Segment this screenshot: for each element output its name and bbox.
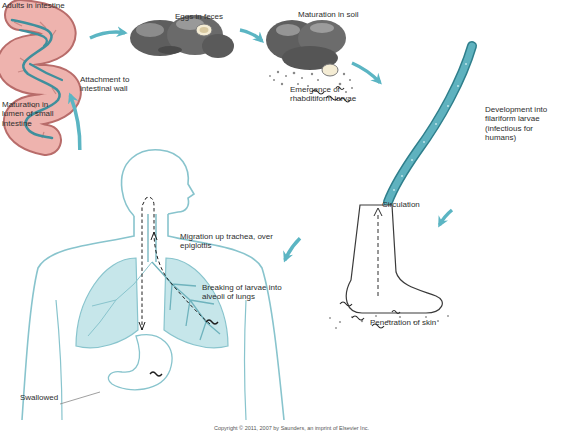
stage-box: CirculationPenetration of skin: [300, 225, 450, 335]
stage-box: Maturation in soilEmergence of rhabditif…: [262, 8, 352, 118]
cycle-arrow: [352, 63, 380, 83]
stage-caption: Penetration of skin: [370, 318, 460, 327]
stage-box: Migration up trachea, over epiglottisBre…: [15, 150, 285, 425]
cycle-arrow: [285, 238, 300, 260]
stage-caption: Eggs in feces: [175, 12, 245, 21]
larva-drawing: [388, 46, 472, 202]
stage-caption: Maturation in soil: [298, 10, 388, 19]
stage-box: Adults in intestineAttachment to intesti…: [0, 0, 90, 95]
stage-box: Development into filariform larvae (infe…: [380, 40, 480, 210]
cycle-arrow: [70, 95, 80, 150]
stage-caption: Circulation: [382, 200, 442, 209]
stage-caption: Breaking of larvae into alveoli of lungs: [202, 283, 290, 302]
stage-caption: Swallowed: [20, 393, 80, 402]
cycle-arrow: [240, 30, 262, 41]
copyright-note: Copyright © 2011, 2007 by Saunders, an i…: [214, 425, 369, 431]
stage-caption: Adults in intestine: [2, 1, 102, 10]
stage-box: Eggs in feces: [125, 8, 240, 63]
stage-caption: Development into filariform larvae (infe…: [485, 105, 557, 143]
cycle-arrow: [440, 210, 453, 225]
cycle-arrow: [90, 32, 125, 38]
stage-caption: Emergence of rhabditiform larvae: [290, 85, 370, 104]
stage-caption: Migration up trachea, over epiglottis: [180, 232, 275, 251]
feces-drawing: [130, 15, 234, 58]
foot-drawing: [329, 205, 449, 329]
stage-caption: Attachment to intestinal wall: [80, 75, 148, 94]
arrow-label: Maturation in lumen of small intestine: [2, 100, 64, 128]
